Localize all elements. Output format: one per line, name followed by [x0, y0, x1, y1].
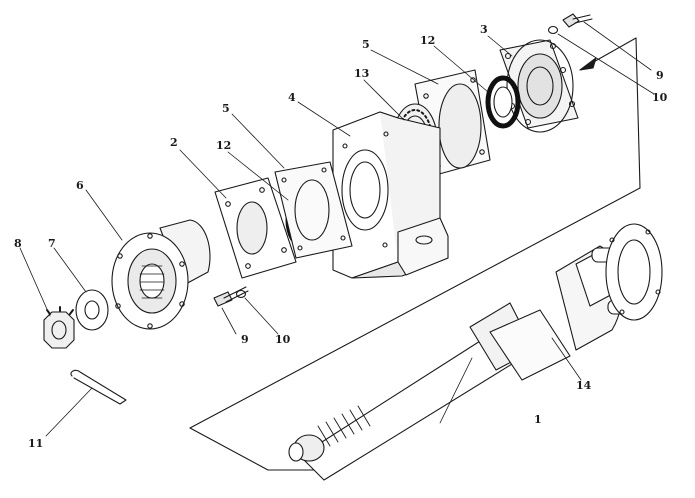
castle-nut — [43, 306, 75, 349]
washer — [75, 289, 109, 331]
callout-1: 1 — [534, 413, 542, 426]
assembly-frame-arrow — [579, 57, 597, 71]
assembly-frame — [189, 37, 641, 471]
lock-washer-front — [235, 289, 247, 299]
callout-8: 8 — [14, 237, 22, 250]
callout-5-rear: 5 — [362, 38, 370, 51]
gasket-plate-front — [274, 161, 353, 259]
universal-joint — [555, 223, 663, 351]
seal-ring-rear — [485, 75, 521, 129]
callout-14: 14 — [576, 379, 592, 392]
callout-12-front: 12 — [216, 139, 232, 152]
callout-12-rear: 12 — [420, 34, 436, 47]
callout-9-rear: 9 — [656, 69, 664, 82]
bolt-rear — [562, 13, 593, 28]
callout-4: 4 — [288, 91, 296, 104]
bolt-front — [213, 286, 249, 307]
bearing-cover — [499, 39, 579, 133]
drive-shaft — [288, 302, 571, 481]
callout-7: 7 — [48, 237, 56, 250]
lock-washer-rear — [547, 25, 559, 35]
callout-10-front: 10 — [275, 333, 291, 346]
drive-flange — [111, 219, 211, 330]
leader-lines — [19, 21, 655, 437]
callout-13: 13 — [354, 67, 370, 80]
bearing-housing — [332, 111, 449, 279]
callout-3: 3 — [480, 23, 488, 36]
callout-9-front: 9 — [241, 333, 249, 346]
callout-2: 2 — [170, 136, 178, 149]
callout-11: 11 — [28, 437, 44, 450]
callout-10-rear: 10 — [652, 91, 668, 104]
cotter-pin — [70, 369, 127, 405]
callout-6: 6 — [76, 179, 84, 192]
callout-5-front: 5 — [222, 102, 230, 115]
spacer-flange — [214, 177, 297, 279]
